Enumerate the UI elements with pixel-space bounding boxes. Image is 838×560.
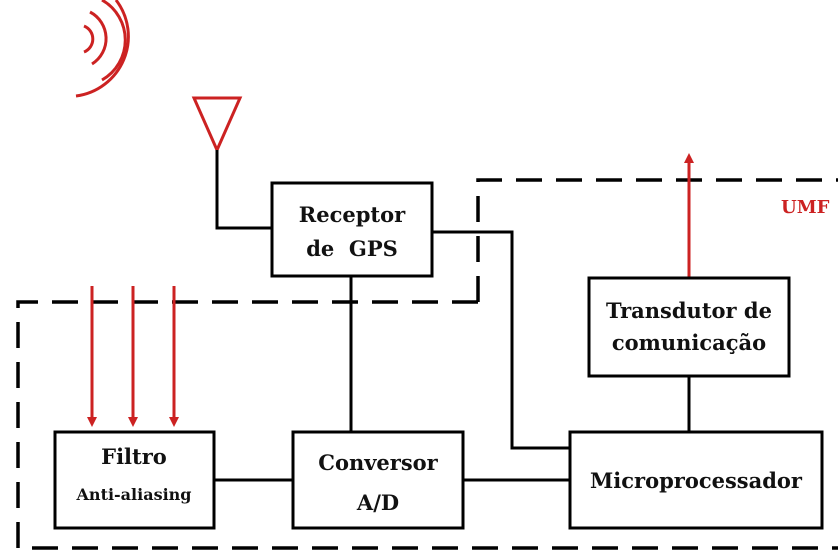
signal-waves-icon [75,0,130,98]
input-arrows [87,286,179,427]
block-filtro: Filtro Anti-aliasing [53,430,216,530]
antenna-icon [191,96,243,154]
filtro-label-line2: Anti-aliasing [76,485,192,504]
filtro-label-line1: Filtro [101,444,167,469]
connection-wires [214,150,691,482]
conversor-label-line1: Conversor [318,450,438,475]
microprocessador-label: Microprocessador [590,468,803,493]
receptor-gps-label-line1: Receptor [299,202,406,227]
umf-boundary [476,178,838,302]
block-microprocessador: Microprocessador [568,430,824,530]
sensor-boundary [16,300,838,550]
block-transdutor: Transdutor de comunicação [587,276,791,378]
block-conversor: Conversor A/D [291,430,465,530]
transdutor-label-line2: comunicação [612,330,766,355]
conversor-label-line2: A/D [356,490,399,515]
transdutor-label-line1: Transdutor de [606,298,772,323]
receptor-gps-label-line2: de GPS [306,236,398,261]
block-receptor-gps: Receptor de GPS [270,181,434,278]
umf-label: UMF [781,197,830,218]
